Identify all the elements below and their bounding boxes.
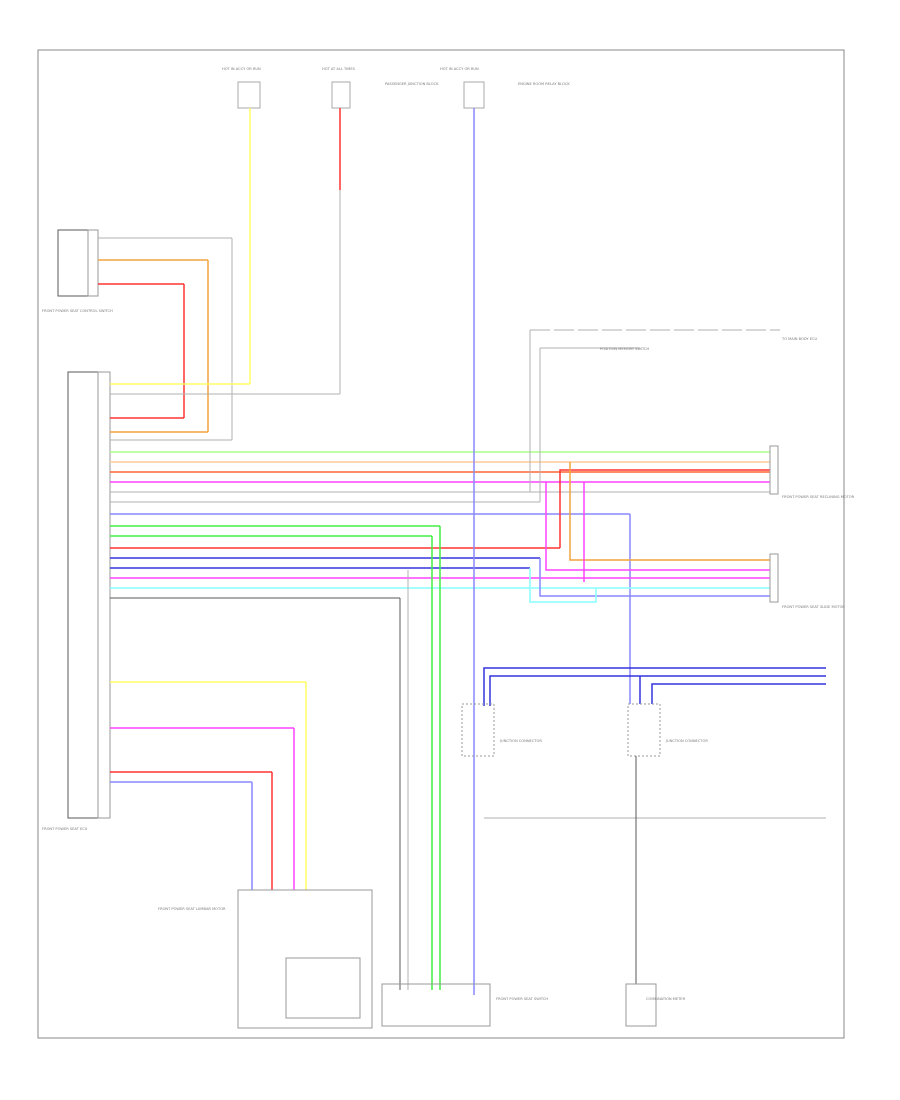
seat-switch: FRONT POWER SEAT SWITCH — [381, 983, 548, 1027]
right-upper-connector: FRONT POWER SEAT RECLINING MOTOR — [769, 445, 855, 499]
feed-1-label: HOT IN ACCY OR RUN — [222, 67, 261, 71]
junction-1-label: JUNCTION CONNECTOR — [499, 739, 542, 743]
data-link: TO MAIN BODY ECU — [529, 329, 818, 502]
seat-switch-label: FRONT POWER SEAT SWITCH — [496, 997, 548, 1001]
note-1-label: PASSENGER JUNCTION BLOCK — [385, 82, 439, 86]
top-feed-1: HOT IN ACCY OR RUN — [222, 67, 261, 150]
combination-meter: COMBINATION METER — [625, 756, 686, 1027]
seat-heater-label: FRONT POWER SEAT CONTROL SWITCH — [42, 309, 113, 313]
right-upper-label: FRONT POWER SEAT RECLINING MOTOR — [782, 495, 855, 499]
feed-2-label: HOT AT ALL TIMES — [322, 67, 356, 71]
right-data-label: TO MAIN BODY ECU — [781, 337, 818, 341]
main-ecu-label: FRONT POWER SEAT ECU — [42, 827, 88, 831]
feed-3-label: HOT IN ACCY OR RUN — [440, 67, 479, 71]
memory-sw-label: POSITION MEMORY SWITCH — [600, 347, 650, 351]
signal-bus — [110, 451, 770, 704]
junction-1: JUNCTION CONNECTOR — [461, 703, 542, 757]
top-feed-3: HOT IN ACCY OR RUN — [440, 67, 485, 109]
combination-meter-label: COMBINATION METER — [646, 997, 686, 1001]
right-lower-label: FRONT POWER SEAT SLIDE MOTOR — [782, 605, 845, 609]
lumbar-motor-label: FRONT POWER SEAT LUMBAR MOTOR — [158, 907, 226, 911]
junction-2: JUNCTION CONNECTOR — [627, 703, 708, 757]
can-lines — [483, 667, 826, 706]
main-ecu: FRONT POWER SEAT ECU — [42, 371, 111, 831]
seat-heater-switch: FRONT POWER SEAT CONTROL SWITCH — [42, 229, 233, 440]
diagram-border — [37, 49, 845, 1039]
right-lower-connector: FRONT POWER SEAT SLIDE MOTOR — [769, 553, 845, 609]
top-feed-2: HOT AT ALL TIMES — [322, 67, 356, 190]
note-2-label: ENGINE ROOM RELAY BLOCK — [518, 82, 570, 86]
lumbar-motor: FRONT POWER SEAT LUMBAR MOTOR — [158, 889, 373, 1029]
junction-2-label: JUNCTION CONNECTOR — [665, 739, 708, 743]
